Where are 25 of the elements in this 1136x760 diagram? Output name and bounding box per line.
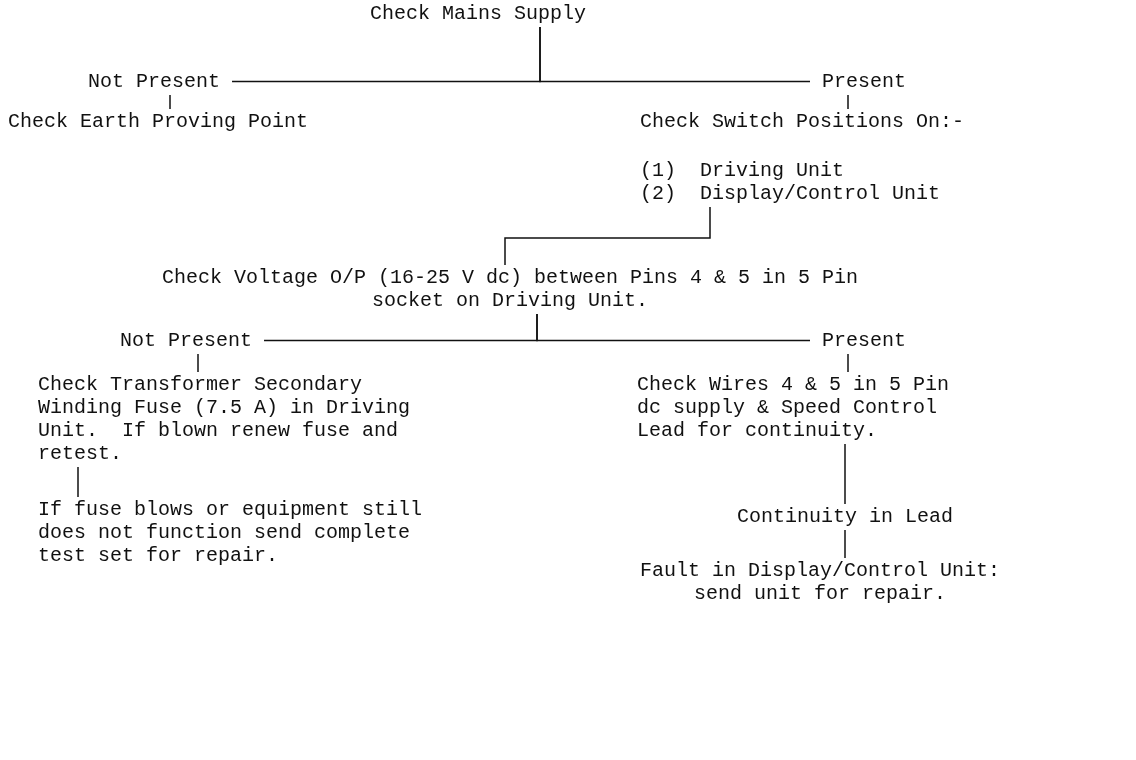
step-text: Check Switch Positions On:- — [640, 110, 966, 133]
step-text: Not Present — [120, 329, 253, 352]
connector-line — [844, 529, 846, 559]
list-item: (2) Display/Control Unit — [640, 182, 942, 205]
step-text: If fuse blows or equipment still does not function send complete test set for repair. — [38, 498, 424, 567]
step-text: Not Present — [88, 70, 221, 93]
connector-line — [504, 206, 711, 266]
step-text: Check Mains Supply — [370, 2, 587, 25]
connector-line — [844, 443, 846, 505]
step-text: Present — [822, 70, 906, 93]
connector-line — [169, 94, 171, 110]
connector-line — [77, 466, 79, 498]
step-text: Fault in Display/Control Unit: send unit for repair. — [638, 559, 1002, 605]
connector-line — [197, 353, 199, 373]
step-text: Continuity in Lead — [735, 505, 954, 528]
step-text: Check Transformer Secondary Winding Fuse (7.5 A) in Driving Unit. If blown renew fuse and retest. — [38, 373, 412, 465]
step-text: Check Wires 4 & 5 in 5 Pin dc supply & Speed Control Lead for continuity. — [637, 373, 951, 442]
step-text: Check Voltage O/P (16-25 V dc) between Pins 4 & 5 in 5 Pin socket on Driving Unit. — [160, 266, 860, 312]
connector-line — [847, 353, 849, 373]
step-text: Check Earth Proving Point — [8, 110, 309, 133]
connector-line — [536, 313, 811, 342]
connector-line — [847, 94, 849, 110]
connector-line — [539, 26, 811, 83]
step-text: Present — [822, 329, 906, 352]
list-item: (1) Driving Unit — [640, 159, 846, 182]
